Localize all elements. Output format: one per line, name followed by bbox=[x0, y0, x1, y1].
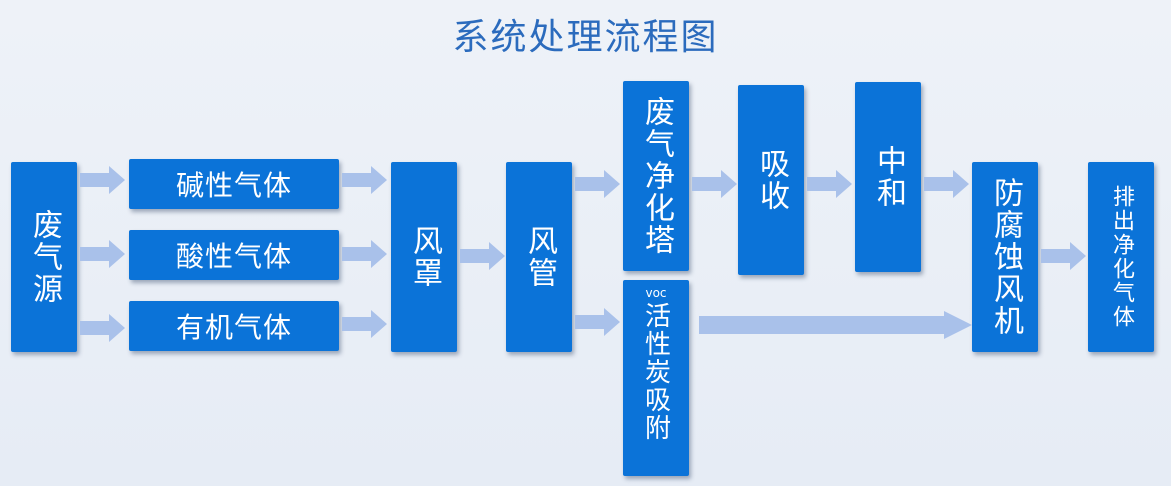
node-exhaust-source-label: 废气源 bbox=[27, 209, 62, 305]
arrow-icon bbox=[80, 314, 125, 342]
node-purification-tower: 废气净化塔 bbox=[623, 81, 689, 271]
node-anticorrosion-fan: 防腐蚀风机 bbox=[972, 162, 1038, 352]
arrow-icon bbox=[80, 166, 125, 194]
node-purification-tower-label: 废气净化塔 bbox=[639, 96, 674, 256]
node-absorb-label: 吸收 bbox=[754, 148, 789, 212]
node-hood: 风罩 bbox=[391, 162, 457, 352]
arrow-icon bbox=[80, 240, 125, 268]
arrow-icon bbox=[342, 166, 387, 194]
node-duct: 风管 bbox=[506, 162, 572, 352]
node-organic-gas-label: 有机气体 bbox=[175, 311, 292, 344]
arrow-icon bbox=[944, 311, 972, 339]
arrow-icon bbox=[342, 310, 387, 338]
node-purified-gas-output-label: 排出净化气体 bbox=[1109, 185, 1134, 329]
node-anticorrosion-fan-label: 防腐蚀风机 bbox=[988, 177, 1023, 337]
node-purified-gas-output: 排出净化气体 bbox=[1088, 162, 1154, 352]
node-voc-carbon-label: 活性炭吸附 bbox=[640, 302, 671, 442]
node-hood-label: 风罩 bbox=[407, 225, 442, 289]
arrow-icon bbox=[342, 240, 387, 268]
node-acidic-gas: 酸性气体 bbox=[129, 230, 339, 280]
node-voc-prefix: voc bbox=[645, 286, 667, 300]
node-neutralize-label: 中和 bbox=[871, 145, 906, 209]
node-duct-label: 风管 bbox=[522, 225, 557, 289]
arrow-icon bbox=[575, 170, 620, 198]
node-organic-gas: 有机气体 bbox=[129, 301, 339, 351]
node-absorb: 吸收 bbox=[738, 85, 804, 275]
node-exhaust-source: 废气源 bbox=[11, 162, 77, 352]
diagram-title: 系统处理流程图 bbox=[452, 17, 719, 58]
arrow-icon bbox=[575, 308, 620, 336]
node-alkaline-gas: 碱性气体 bbox=[129, 159, 339, 209]
node-acidic-gas-label: 酸性气体 bbox=[175, 240, 292, 273]
arrow-icon bbox=[924, 170, 969, 198]
node-alkaline-gas-label: 碱性气体 bbox=[175, 169, 292, 202]
arrow-icon bbox=[807, 170, 852, 198]
connector-voc-to-fan bbox=[699, 316, 947, 334]
arrow-icon bbox=[1041, 242, 1086, 270]
node-voc-carbon-adsorption: voc 活性炭吸附 bbox=[623, 280, 689, 476]
node-neutralize: 中和 bbox=[855, 82, 921, 272]
arrow-icon bbox=[460, 242, 505, 270]
arrow-icon bbox=[692, 170, 737, 198]
